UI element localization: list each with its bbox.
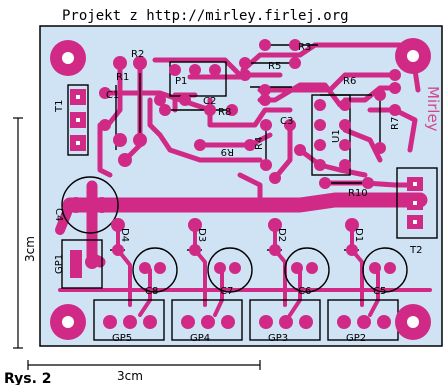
- label-c2: C2: [203, 96, 216, 107]
- mounting-hole-top-left: [50, 40, 86, 76]
- label-c1: C1: [106, 90, 119, 101]
- label-p1: P1: [175, 76, 187, 87]
- mounting-hole-bottom-left: [50, 304, 86, 340]
- figure-caption: Rys. 2: [4, 371, 52, 385]
- mounting-holes: [50, 38, 431, 340]
- pad-connectors: [103, 315, 391, 329]
- label-r9: R9: [221, 146, 234, 157]
- label-gp4: GP4: [190, 333, 210, 344]
- label-t2: T2: [409, 245, 422, 256]
- label-r10: R10: [348, 188, 368, 199]
- label-r2: R2: [131, 49, 144, 60]
- pad-c4: [68, 197, 110, 213]
- pad-t2: [407, 177, 423, 229]
- dimension-horizontal: 3cm: [27, 360, 261, 383]
- pad-electrolytics: [139, 262, 396, 274]
- mounting-hole-bottom-right: [395, 304, 431, 340]
- label-gp3: GP3: [268, 333, 288, 344]
- label-d4: D4: [119, 228, 130, 242]
- label-c7: C7: [220, 286, 233, 297]
- label-d3: D3: [196, 228, 207, 242]
- copper-tracks: [55, 42, 432, 317]
- dimension-horizontal-label: 3cm: [117, 369, 143, 383]
- label-r6: R6: [343, 76, 356, 87]
- label-c3: C3: [280, 116, 293, 127]
- pad-misc: [99, 39, 401, 189]
- pad-gp1: [70, 250, 99, 278]
- pad-diodes: [111, 218, 359, 256]
- pad-u1: [314, 99, 351, 171]
- label-u1: U1: [331, 129, 342, 143]
- label-c8: C8: [145, 286, 158, 297]
- label-gp1: GP1: [54, 254, 65, 274]
- mirror-brand-text: Mirley: [424, 86, 442, 132]
- mounting-hole-top-right: [395, 38, 431, 74]
- component-pads: [68, 39, 423, 329]
- pad-t1: [70, 89, 86, 151]
- label-r1: R1: [116, 72, 129, 83]
- label-r5: R5: [268, 61, 281, 72]
- dimension-vertical: 3cm: [13, 117, 37, 349]
- label-r7: R7: [390, 117, 401, 130]
- label-gp5: GP5: [112, 333, 132, 344]
- label-c5: C5: [373, 286, 386, 297]
- dimension-vertical-label: 3cm: [23, 236, 37, 262]
- label-t1: T1: [54, 100, 65, 113]
- label-d1: D1: [353, 228, 364, 242]
- label-gp2: GP2: [346, 333, 366, 344]
- component-labels: R2 R1 C1 T1 P1 C2 R8 R9 R3 R5 R6 R4 C3 U…: [53, 42, 442, 344]
- label-c6: C6: [298, 286, 311, 297]
- label-r4: R4: [254, 137, 265, 150]
- silkscreen: [61, 44, 438, 341]
- project-header: Projekt z http://mirley.firlej.org: [62, 8, 349, 24]
- label-d2: D2: [276, 228, 287, 242]
- label-r3: R3: [298, 42, 311, 53]
- label-r8: R8: [218, 107, 231, 118]
- label-c4: C4: [53, 208, 64, 221]
